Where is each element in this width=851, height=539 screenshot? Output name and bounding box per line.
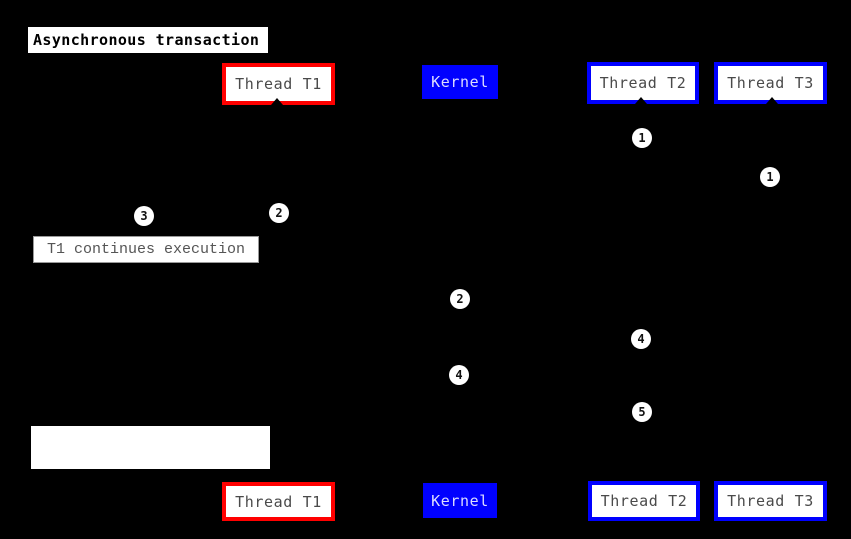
actor-thread-t1-bottom-label: Thread T1 <box>235 492 322 511</box>
arrowhead-down-icon <box>272 475 284 482</box>
step-marker-4b: 4 <box>449 365 469 385</box>
step-marker-2b: 2 <box>450 289 470 309</box>
actor-kernel-bottom: Kernel <box>423 483 497 518</box>
actor-kernel-bottom-label: Kernel <box>431 491 489 510</box>
note-t1-continues-execution: T1 continues execution <box>33 236 259 263</box>
step-marker-1b: 1 <box>760 167 780 187</box>
note-empty <box>31 426 270 469</box>
step-marker-3: 3 <box>134 206 154 226</box>
arrowhead-down-icon <box>637 475 649 482</box>
actor-kernel-top-label: Kernel <box>431 73 489 91</box>
actor-thread-t2-top-label: Thread T2 <box>599 74 687 92</box>
actor-thread-t3-top-label: Thread T3 <box>727 74 814 92</box>
step-marker-5: 5 <box>632 402 652 422</box>
diagram-title: Asynchronous transaction <box>28 27 268 53</box>
actor-thread-t2-bottom: Thread T2 <box>588 481 700 521</box>
actor-thread-t1-top-label: Thread T1 <box>235 75 322 93</box>
arrowhead-down-icon <box>762 475 774 482</box>
actor-kernel-top: Kernel <box>422 65 498 99</box>
step-marker-1: 1 <box>632 128 652 148</box>
arrowhead-up-icon <box>766 97 778 104</box>
arrowhead-up-icon <box>635 97 647 104</box>
step-marker-2: 2 <box>269 203 289 223</box>
actor-thread-t2-bottom-label: Thread T2 <box>600 492 688 510</box>
actor-thread-t3-bottom: Thread T3 <box>714 481 827 521</box>
step-marker-4: 4 <box>631 329 651 349</box>
actor-thread-t1-bottom: Thread T1 <box>222 482 335 521</box>
actor-thread-t3-bottom-label: Thread T3 <box>727 492 814 510</box>
arrowhead-up-icon <box>271 98 283 105</box>
